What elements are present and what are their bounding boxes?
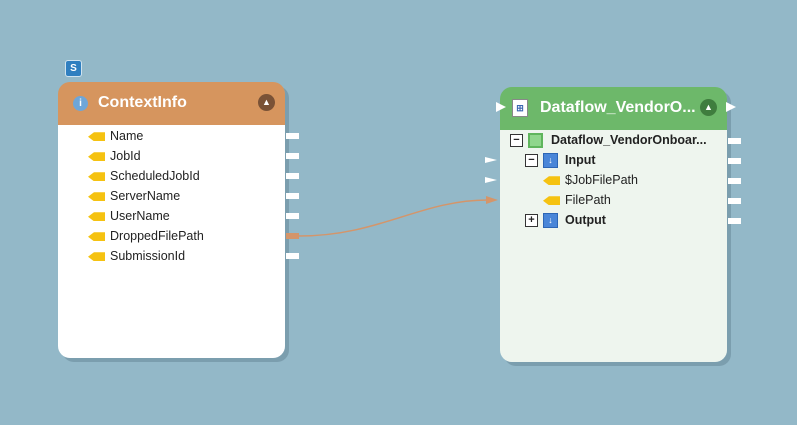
field-tag-icon (543, 196, 560, 206)
field-label: FilePath (565, 193, 611, 207)
dataflow-icon: ⊞ (512, 99, 528, 117)
field-row[interactable]: ScheduledJobId (88, 167, 200, 185)
output-port[interactable] (286, 213, 299, 219)
node-header[interactable]: ⊞ Dataflow_VendorO... ▲ (500, 87, 727, 130)
field-row[interactable]: ServerName (88, 187, 180, 205)
field-tag-icon (88, 152, 105, 162)
flow-in-arrow[interactable] (496, 102, 506, 112)
field-label: Name (110, 129, 144, 143)
field-label: DroppedFilePath (110, 229, 204, 243)
info-icon: i (73, 96, 88, 111)
input-port[interactable] (485, 177, 497, 183)
connection-droppedfilepath-to-filepath[interactable] (298, 199, 489, 237)
field-label: ScheduledJobId (110, 169, 200, 183)
input-label: Input (565, 153, 596, 167)
flow-out-arrow[interactable] (726, 102, 736, 112)
tree-input[interactable]: −↓ Input (525, 151, 596, 169)
input-port[interactable] (485, 157, 497, 163)
collapse-icon[interactable]: ▲ (700, 99, 717, 116)
field-label: $JobFilePath (565, 173, 638, 187)
field-row[interactable]: UserName (88, 207, 170, 225)
field-label: ServerName (110, 189, 181, 203)
field-tag-icon (543, 176, 560, 186)
field-row[interactable]: JobId (88, 147, 141, 165)
dataflow-square-icon (528, 133, 543, 149)
output-port[interactable] (286, 193, 299, 199)
field-row[interactable]: SubmissionId (88, 247, 185, 265)
collapse-toggle-icon[interactable]: − (525, 154, 538, 168)
output-port[interactable] (728, 138, 741, 144)
expand-toggle-icon[interactable]: + (525, 214, 538, 228)
field-tag-icon (88, 252, 105, 262)
s-badge[interactable]: S (65, 60, 82, 77)
collapse-toggle-icon[interactable]: − (510, 134, 523, 148)
context-info-node[interactable]: i ContextInfo ▲ (58, 82, 285, 358)
output-label: Output (565, 213, 606, 227)
tree-output[interactable]: + ↓ Output (525, 211, 606, 229)
parameter-group-icon: ↓ (543, 153, 558, 169)
field-tag-icon (88, 232, 105, 242)
field-tag-icon (88, 192, 105, 202)
field-label: SubmissionId (110, 249, 186, 263)
field-tag-icon (88, 132, 105, 142)
dataflow-node[interactable]: ⊞ Dataflow_VendorO... ▲ (500, 87, 727, 362)
node-body (58, 125, 285, 358)
node-body (500, 130, 727, 362)
node-title: ContextInfo (98, 94, 187, 111)
output-port[interactable] (728, 158, 741, 164)
output-port[interactable] (286, 153, 299, 159)
node-title: Dataflow_VendorO... (540, 99, 696, 116)
field-label: JobId (110, 149, 141, 163)
output-port[interactable] (728, 198, 741, 204)
field-label: UserName (110, 209, 170, 223)
collapse-icon[interactable]: ▲ (258, 94, 275, 111)
node-header[interactable]: i ContextInfo ▲ (58, 82, 285, 125)
output-port[interactable] (286, 173, 299, 179)
root-label: Dataflow_VendorOnboar... (551, 133, 707, 147)
output-port[interactable] (286, 233, 299, 239)
parameter-group-icon: ↓ (543, 213, 558, 229)
field-tag-icon (88, 212, 105, 222)
output-port[interactable] (728, 178, 741, 184)
output-port[interactable] (286, 253, 299, 259)
tree-root[interactable]: − Dataflow_VendorOnboar... (510, 131, 707, 149)
tree-field[interactable]: $JobFilePath (543, 171, 638, 189)
field-row[interactable]: DroppedFilePath (88, 227, 204, 245)
field-row[interactable]: Name (88, 127, 143, 145)
output-port[interactable] (286, 133, 299, 139)
connection-arrow (486, 196, 498, 204)
output-port[interactable] (728, 218, 741, 224)
tree-field[interactable]: FilePath (543, 191, 611, 209)
field-tag-icon (88, 172, 105, 182)
